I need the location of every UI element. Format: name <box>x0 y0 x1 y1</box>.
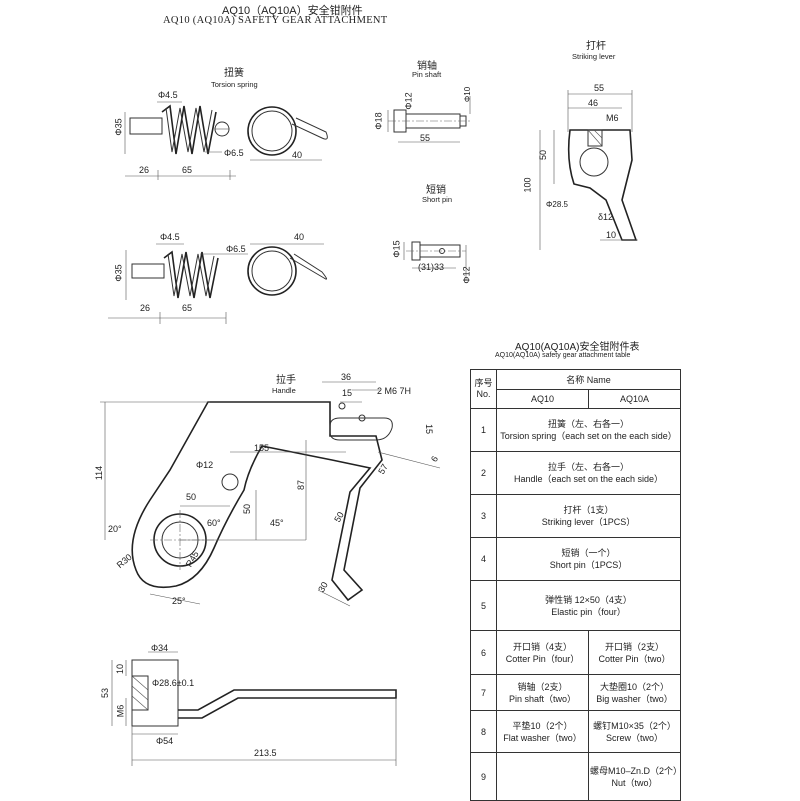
striking-lever-drawing <box>539 90 638 250</box>
dim-label: Φ54 <box>156 736 174 746</box>
table-row: 9 螺母M10–Zn.D（2个）Nut（two） <box>470 752 682 801</box>
dim-label: 100 <box>522 177 533 193</box>
torsion-spring-label-cn: 扭簧 <box>224 68 244 79</box>
pin-shaft-label-en: Pin shaft <box>412 70 442 79</box>
dim-label: M6 <box>606 113 619 123</box>
dim-label: 50 <box>242 503 253 515</box>
table-row: 4 短销（一个）Short pin（1PCS） <box>470 537 682 581</box>
dim-label: Φ4.5 <box>158 90 178 100</box>
table-col-aq10: AQ10 <box>496 389 589 409</box>
dim-label: (31)33 <box>418 262 445 272</box>
page-subtitle: AQ10 (AQ10A) SAFETY GEAR ATTACHMENT <box>163 15 388 26</box>
dim-label: 40 <box>294 232 305 242</box>
dim-label: Φ12 <box>461 266 472 284</box>
dim-label: 50 <box>186 492 197 502</box>
dim-label: Φ6.5 <box>224 148 244 158</box>
handle-drawing <box>100 381 441 607</box>
dim-label: 55 <box>420 133 431 143</box>
table-title-en: AQ10(AQ10A) safety gear attachment table <box>495 352 631 359</box>
dim-label: Φ28.5 <box>546 200 568 209</box>
dim-label: 15 <box>424 423 435 435</box>
dim-label: 36 <box>341 372 352 382</box>
table-row: 7 销轴（2支）Pin shaft（two） 大垫圈10（2个）Big wash… <box>470 674 682 711</box>
dim-label: Φ15 <box>391 240 402 258</box>
side-view-drawing <box>111 651 397 766</box>
dim-label: 46 <box>588 98 599 108</box>
torsion-spring-top-drawing <box>124 101 328 180</box>
dim-label: 40 <box>292 150 303 160</box>
dim-label: 26 <box>140 303 151 313</box>
handle-label-en: Handle <box>272 386 296 395</box>
dim-label: 155 <box>254 443 270 453</box>
handle-label-cn: 拉手 <box>276 375 296 386</box>
dim-label: 25° <box>172 596 186 606</box>
dim-label: Φ6.5 <box>226 244 246 254</box>
dim-label: 213.5 <box>254 748 277 758</box>
table-row: 1 扭簧（左、右各一）Torsion spring（each set on th… <box>470 408 682 452</box>
dim-label: 50 <box>538 149 549 161</box>
dim-label: Φ12 <box>196 460 214 470</box>
dim-label: 53 <box>100 687 111 699</box>
dim-label: 45° <box>270 518 284 528</box>
dim-label: 20° <box>108 524 122 534</box>
dim-label: 26 <box>139 165 150 175</box>
dim-label: 2 M6 7H <box>377 386 412 396</box>
table-row: 5 弹性销 12×50（4支）Elastic pin（four） <box>470 580 682 631</box>
pin-shaft-label-cn: 销轴 <box>417 61 437 72</box>
dim-label: Φ18 <box>373 112 384 130</box>
dim-label: 60° <box>207 518 221 528</box>
dim-label: 87 <box>296 479 307 491</box>
short-pin-label-en: Short pin <box>422 195 453 204</box>
short-pin-label-cn: 短销 <box>426 185 446 196</box>
page-title: AQ10（AQ10A）安全钳附件 <box>222 5 363 17</box>
dim-label: Φ34 <box>151 643 169 653</box>
attachment-table: 序号 No. 名称 Name AQ10 AQ10A 1 扭簧（左、右各一）Tor… <box>470 369 682 801</box>
short-pin-drawing <box>403 241 467 280</box>
dim-label: 65 <box>182 165 193 175</box>
dim-label: 114 <box>94 465 105 481</box>
dim-label: 10 <box>115 663 126 675</box>
table-row: 2 拉手（左、右各一）Handle（each set on the each s… <box>470 451 682 495</box>
striking-lever-label-en: Striking lever <box>572 52 616 61</box>
striking-lever-label-cn: 打杆 <box>586 41 606 52</box>
dim-label: Φ35 <box>113 118 124 136</box>
table-header-no: 序号 No. <box>470 369 497 409</box>
table-row: 8 平垫10（2个）Flat washer（two） 螺钉M10×35（2个）S… <box>470 710 682 753</box>
torsion-spring-label-en: Torsion spring <box>211 80 258 89</box>
table-row: 3 打杆（1支）Striking lever（1PCS） <box>470 494 682 538</box>
table-title-cn: AQ10(AQ10A)安全钳附件表 <box>515 342 640 353</box>
dim-label: δ12 <box>598 212 614 222</box>
dim-label: 10 <box>606 230 617 240</box>
table-col-aq10a: AQ10A <box>587 389 682 409</box>
dim-label: 65 <box>182 303 193 313</box>
dim-label: Φ28.6±0.1 <box>152 678 195 688</box>
dim-label: Φ35 <box>113 264 124 282</box>
table-header-name: 名称 Name <box>495 369 682 390</box>
torsion-spring-bottom-drawing <box>108 243 328 324</box>
dim-label: 55 <box>594 83 605 93</box>
pin-shaft-drawing <box>387 96 472 143</box>
dim-label: 15 <box>342 388 353 398</box>
dim-label: Φ12 <box>403 92 414 110</box>
dim-label: Φ4.5 <box>160 232 180 242</box>
dim-label: M6 <box>115 704 126 718</box>
table-row: 6 开口销（4支）Cotter Pin（four） 开口销（2支）Cotter … <box>470 630 682 675</box>
dim-label: Φ10 <box>463 86 473 103</box>
